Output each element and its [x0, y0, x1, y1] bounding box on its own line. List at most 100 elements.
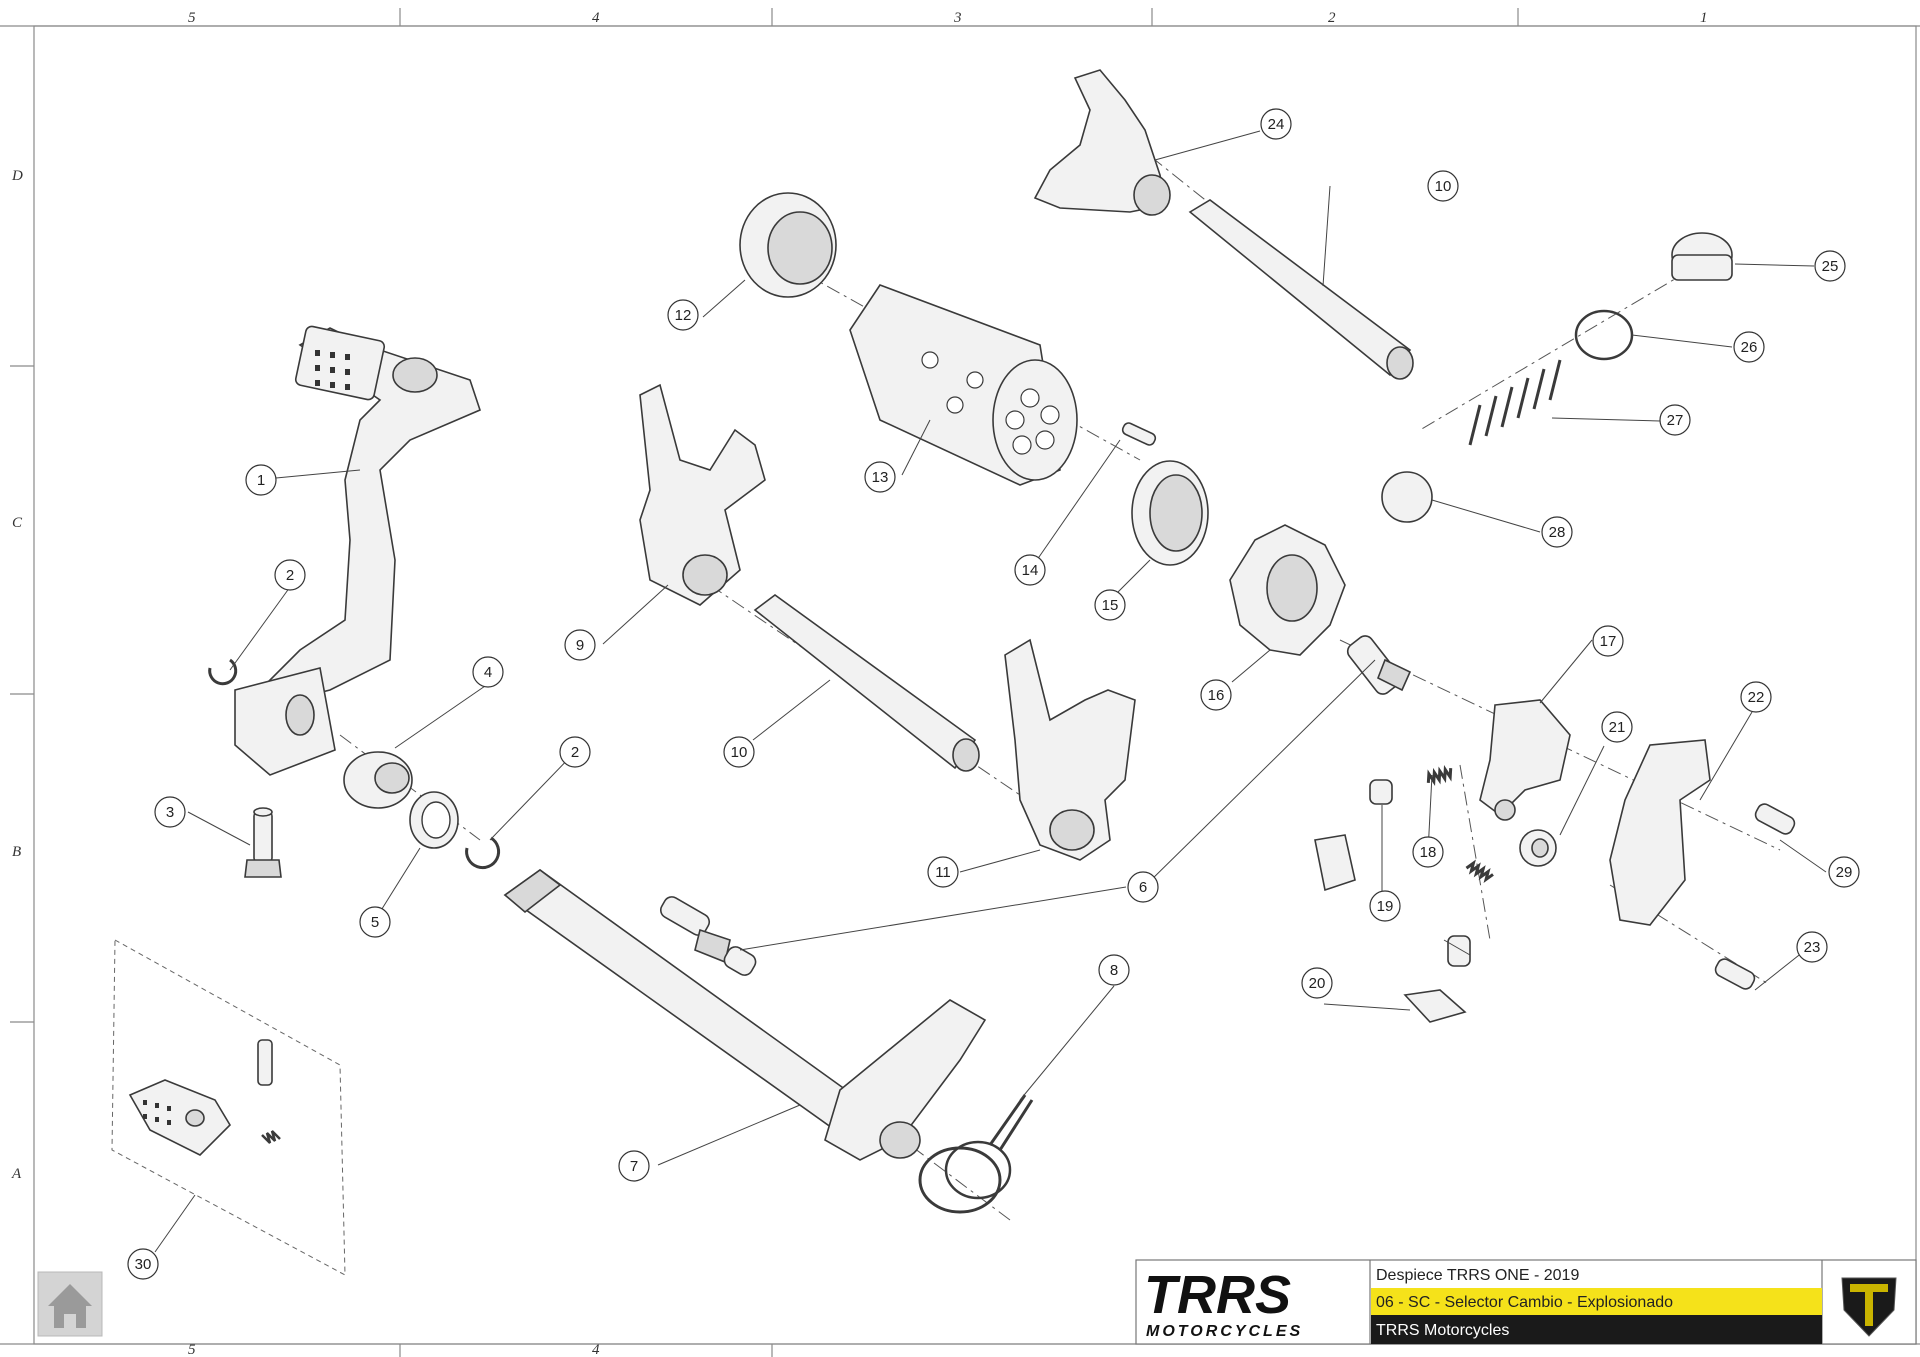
callout-2-upper: [274, 559, 306, 591]
callout-22: [1740, 681, 1772, 713]
callout-num-5: 5: [371, 914, 379, 931]
callout-num-28: 28: [1549, 524, 1566, 541]
part-12-bearing: [739, 192, 837, 298]
part-20-pad-upper: [1314, 834, 1356, 892]
callout-bubbles: [127, 108, 1860, 1280]
callout-num-25: 25: [1822, 258, 1839, 275]
callout-num-7: 7: [630, 1158, 638, 1175]
callout-num-21: 21: [1609, 719, 1626, 736]
part-18-spring-lower: [1465, 859, 1494, 884]
callout-num-10-lower: 10: [731, 744, 748, 761]
part-28-ball: [1381, 471, 1433, 523]
title-line3-band: [1371, 1315, 1822, 1344]
callout-10-upper: [1427, 170, 1459, 202]
callout-1: [245, 464, 277, 496]
title-block: TRRS MOTORCYCLES Despiece TRRS ONE - 201…: [1135, 1259, 1917, 1345]
callout-num-6: 6: [1139, 879, 1147, 896]
callout-21: [1601, 711, 1633, 743]
callout-10-lower: [723, 736, 755, 768]
part-2-circlip-lower: [465, 836, 501, 870]
column-ticks: [399, 8, 1519, 1357]
callout-num-23: 23: [1804, 939, 1821, 956]
column-label-5-bottom: 5: [188, 1342, 196, 1357]
part-20-pad-lower: [1403, 989, 1467, 1023]
part-24-shift-fork: [1033, 69, 1171, 216]
callout-6: [1127, 871, 1159, 903]
callout-18: [1412, 836, 1444, 868]
part-18-spring-upper: [1426, 764, 1453, 787]
callout-num-13: 13: [872, 469, 889, 486]
callout-16: [1200, 679, 1232, 711]
callout-num-22: 22: [1748, 689, 1765, 706]
assembly-axes: [339, 139, 1781, 1221]
callout-num-18: 18: [1420, 844, 1437, 861]
column-label-4: 4: [592, 10, 600, 26]
part-2-circlip-upper: [208, 658, 238, 686]
column-label-3: 3: [953, 10, 962, 26]
callout-26: [1733, 331, 1765, 363]
part-26-washer: [1574, 309, 1634, 361]
callout-19: [1369, 890, 1401, 922]
callout-num-3: 3: [166, 804, 174, 821]
callout-num-29: 29: [1836, 864, 1853, 881]
column-label-5: 5: [188, 10, 196, 26]
part-7-shift-shaft: [503, 869, 987, 1161]
part-5-washer: [409, 791, 459, 849]
title-line3: TRRS Motorcycles: [1376, 1322, 1509, 1339]
callout-25: [1814, 250, 1846, 282]
part-13-selector-drum: [849, 284, 1078, 486]
part-11-shift-fork: [1004, 638, 1136, 861]
part-8-return-spring: [918, 1094, 1034, 1214]
part-25-plug: [1671, 232, 1733, 281]
part-4-bushing: [343, 751, 413, 809]
callout-2-lower: [559, 736, 591, 768]
part-27-spring: [1468, 359, 1562, 446]
part-23-screw: [1714, 958, 1756, 990]
callout-27: [1659, 404, 1691, 436]
part-9-shift-fork: [639, 383, 766, 606]
row-label-c: C: [12, 515, 23, 531]
callout-12: [667, 299, 699, 331]
callout-num-17: 17: [1600, 633, 1617, 650]
part-19-plunger-upper: [1369, 779, 1393, 805]
callout-num-8: 8: [1110, 962, 1118, 979]
part-10-fork-shaft-lower: [753, 594, 980, 772]
part-29-screw: [1754, 803, 1796, 835]
callout-num-20: 20: [1309, 975, 1326, 992]
part-10-fork-shaft-upper: [1188, 199, 1414, 380]
callout-28: [1541, 516, 1573, 548]
callout-num-26: 26: [1741, 339, 1758, 356]
row-ticks: [10, 365, 34, 1023]
part-19-plunger-lower: [1447, 935, 1471, 967]
callout-num-2-lower: 2: [571, 744, 579, 761]
callout-num-15: 15: [1102, 597, 1119, 614]
part-6-pin-upper: [1346, 635, 1412, 695]
callout-num-12: 12: [675, 307, 692, 324]
brand-logo-text: TRRS: [1144, 1265, 1291, 1325]
callout-3: [154, 796, 186, 828]
callout-30: [127, 1248, 159, 1280]
row-label-d: D: [11, 168, 23, 184]
callout-num-10-upper: 10: [1435, 178, 1452, 195]
callout-num-14: 14: [1022, 562, 1039, 579]
callout-5: [359, 906, 391, 938]
row-label-a: A: [11, 1166, 22, 1182]
home-button[interactable]: [37, 1271, 103, 1337]
title-line2: 06 - SC - Selector Cambio - Explosionado: [1376, 1294, 1673, 1311]
part-14-dowel-pin: [1121, 422, 1157, 446]
part-15-bearing: [1131, 460, 1209, 566]
callout-num-11: 11: [935, 864, 951, 881]
callout-8: [1098, 954, 1130, 986]
subassembly-30-frame: [111, 939, 346, 1276]
callout-numbers: 1 2 2 3 4 5 6 7 8 9 10 10 11 12 13 14 15…: [135, 116, 1853, 1273]
callout-9: [564, 629, 596, 661]
callout-23: [1796, 931, 1828, 963]
title-line2-highlight: [1371, 1288, 1822, 1315]
column-label-1: 1: [1700, 10, 1708, 26]
callout-num-27: 27: [1667, 412, 1684, 429]
title-line1: Despiece TRRS ONE - 2019: [1376, 1267, 1579, 1284]
column-label-2: 2: [1328, 10, 1336, 26]
callout-num-24: 24: [1268, 116, 1285, 133]
part-3-bolt: [244, 807, 282, 878]
part-17-index-lever: [1479, 699, 1571, 821]
